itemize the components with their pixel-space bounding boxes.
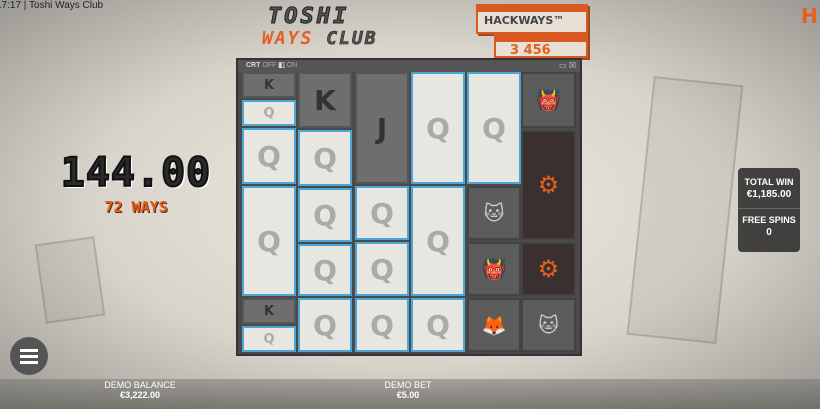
reel-symbol-fox: 🦊 [467, 298, 521, 352]
clock: 17:17 [0, 0, 22, 11]
reel-symbol-cat: 🐱 [467, 186, 521, 240]
reel-symbol-q: Q [355, 298, 409, 352]
footer-bar [0, 379, 820, 409]
brand-logo-icon: H [801, 4, 818, 28]
win-panel: TOTAL WIN €1,185.00 FREE SPINS 0 [738, 168, 800, 252]
free-spins-value: 0 [766, 227, 772, 238]
hackways-label: HACKWAYS™ [484, 14, 565, 27]
win-amount: 144.00 [60, 149, 212, 197]
reel-symbol-q: Q [467, 72, 521, 184]
logo-line2: WAYS CLUB [262, 28, 378, 50]
hackways-count: 3 456 [510, 43, 551, 58]
win-ways: 72 WAYS [104, 198, 168, 216]
logo-line1: TOSHI [267, 4, 350, 30]
reel-symbol-j: J [355, 72, 409, 184]
sale-sign [34, 236, 106, 324]
reel-symbol-q: Q [242, 128, 296, 184]
status-bar: 17:17 | Toshi Ways Club [0, 0, 103, 11]
reel-symbol-q: Q [355, 242, 409, 296]
reel-symbol-mask: 👹 [467, 242, 521, 296]
demo-balance-label: DEMO BALANCE [104, 380, 176, 390]
hackways-window: HACKWAYS™ [476, 4, 588, 34]
crt-off: OFF [262, 62, 277, 69]
hackways-counter-window: 3 456 [494, 34, 588, 58]
crt-toggle[interactable]: CRT OFF ◧ ON [238, 60, 580, 72]
window-buttons-icon: ▭ ☒ [559, 61, 576, 70]
demo-bet-value: €5.00 [396, 390, 420, 400]
demo-bet: DEMO BET€5.00 [358, 380, 458, 400]
building-decor [626, 76, 744, 344]
win-display: 144.00 72 WAYS [40, 149, 232, 216]
reel-symbol-k: K [242, 298, 296, 324]
menu-button[interactable] [10, 337, 48, 375]
crt-label: CRT [246, 62, 261, 69]
reel-symbol-q: Q [242, 100, 296, 126]
crt-on: ON [286, 62, 298, 69]
reel-symbol-q: Q [242, 326, 296, 352]
total-win-value: €1,185.00 [746, 189, 792, 200]
reel-symbol-k: K [242, 72, 296, 98]
total-win-label: TOTAL WIN [744, 177, 794, 187]
reel-symbol-robot: ⚙ [521, 130, 576, 240]
demo-bet-label: DEMO BET [384, 380, 432, 390]
reel-symbol-robot: ⚙ [521, 242, 576, 296]
reel-symbol-cat: 🐱 [521, 298, 576, 352]
demo-balance-value: €3,222.00 [119, 390, 161, 400]
logo-line2-ways: WAYS [262, 28, 314, 49]
reel-symbol-mask: 👹 [521, 72, 576, 128]
demo-balance: DEMO BALANCE€3,222.00 [90, 380, 190, 400]
logo-line2-club: CLUB [326, 28, 378, 50]
reel-symbol-q: Q [411, 298, 465, 352]
reel-symbol-q: Q [298, 130, 352, 186]
window-title: Toshi Ways Club [29, 0, 104, 11]
panel-divider [738, 208, 800, 209]
reel-symbol-q: Q [411, 186, 465, 296]
reel-symbol-q: Q [411, 72, 465, 184]
free-spins-label: FREE SPINS [742, 215, 796, 225]
reel-symbol-q: Q [355, 186, 409, 240]
reel-symbol-q: Q [298, 188, 352, 242]
game-logo: TOSHI WAYS CLUB [262, 4, 412, 52]
reel-symbol-k: K [298, 72, 352, 128]
reel-symbol-q: Q [242, 186, 296, 296]
reel-symbol-q: Q [298, 298, 352, 352]
reel-symbol-q: Q [298, 244, 352, 296]
